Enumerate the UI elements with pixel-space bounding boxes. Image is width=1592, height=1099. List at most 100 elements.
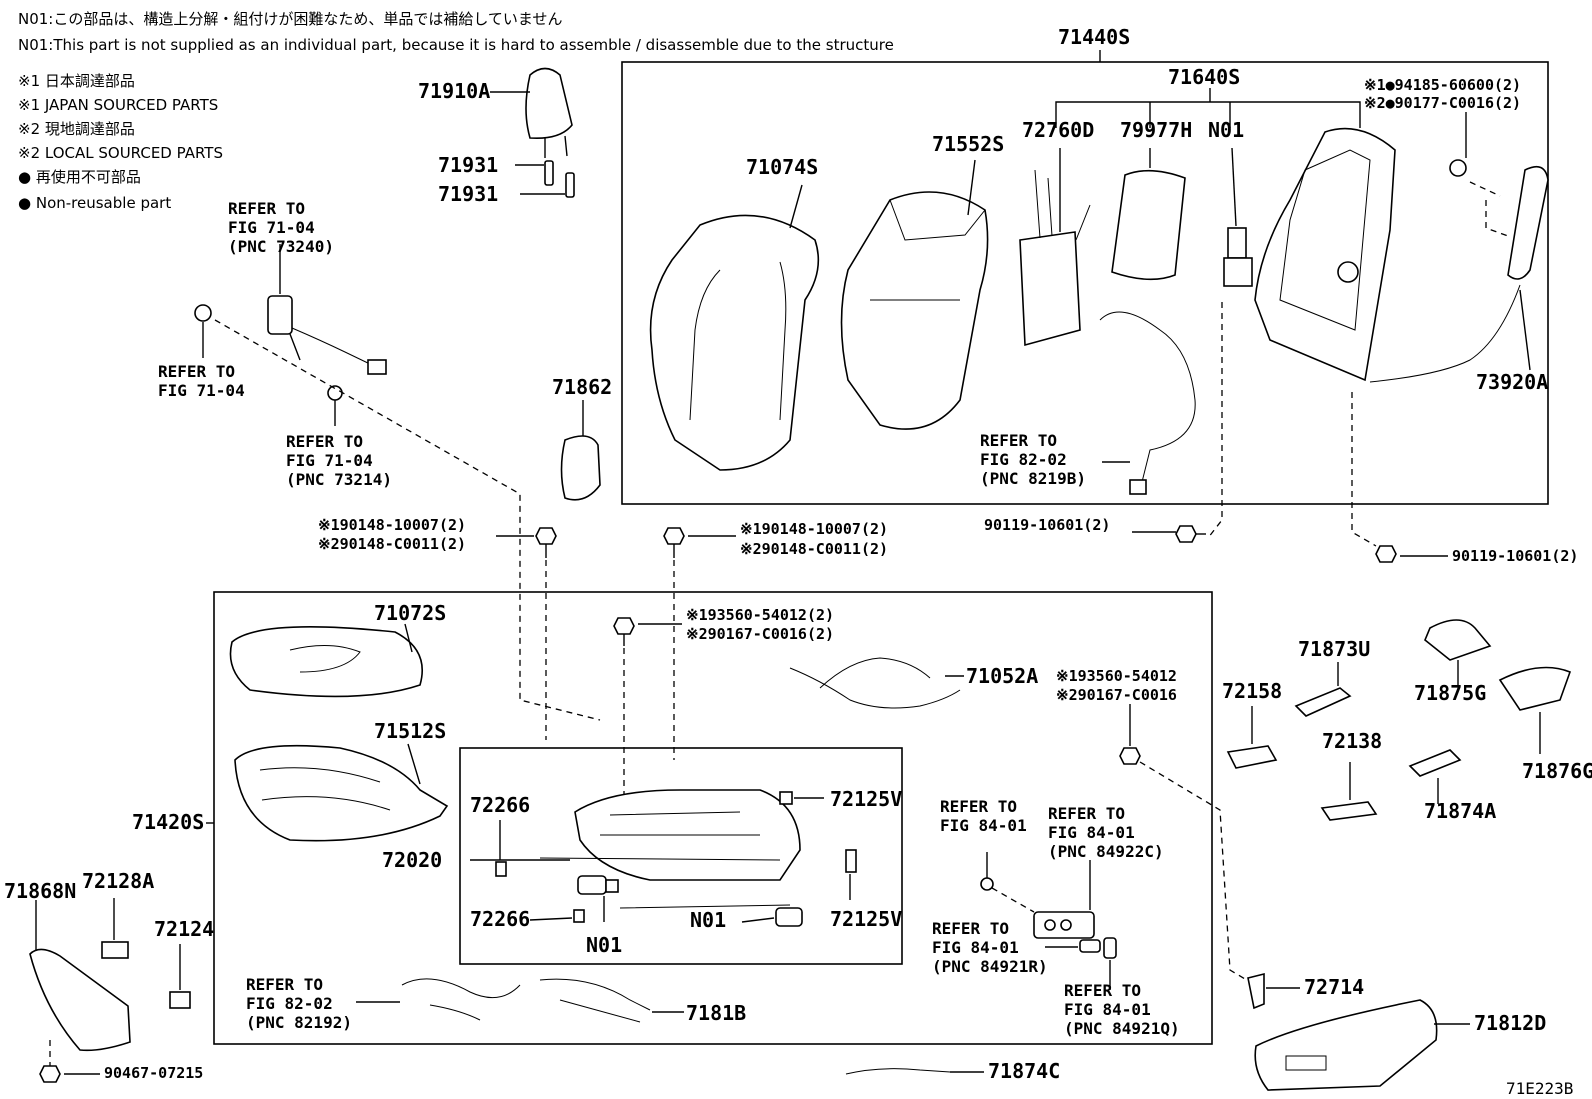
pnc-label: 72020: [382, 848, 442, 872]
clip-72128A-drawing: [101, 898, 129, 959]
note-n01-en: N01:This part is not supplied as an indi…: [18, 36, 894, 54]
pnc-label: 71873U: [1298, 637, 1370, 661]
clip-72124-drawing: [169, 944, 191, 1009]
bracket-72158-drawing: [1226, 706, 1278, 769]
pnc-label: 79977H: [1120, 118, 1192, 142]
cushion-group-box: [213, 591, 1213, 1045]
fastener-label: 90119-10601(2): [984, 516, 1110, 534]
svg-text:REFER TO: REFER TO: [940, 797, 1017, 816]
svg-text:REFER TO: REFER TO: [1048, 804, 1125, 823]
seat-heater-drawing: [1099, 148, 1196, 495]
headrest-drawing: [490, 67, 573, 158]
cover-71874A-drawing: [1408, 749, 1462, 804]
svg-text:FIG 71-04: FIG 71-04: [286, 451, 373, 470]
pnc-label: 72714: [1304, 975, 1364, 999]
seatbelt-buckle-drawing: [267, 244, 387, 375]
pnc-label: 71512S: [374, 719, 446, 743]
svg-text:FIG 71-04: FIG 71-04: [228, 218, 315, 237]
motor-n01-drawing: [1223, 147, 1253, 287]
seatback-cover-drawing: [649, 184, 820, 471]
pnc-label: 71874A: [1424, 799, 1496, 823]
pnc-label: 72158: [1222, 679, 1282, 703]
pnc-label: 71910A: [418, 79, 490, 103]
fastener-label: ※190148-10007(2): [740, 520, 888, 538]
svg-text:(PNC 73240): (PNC 73240): [228, 237, 334, 256]
refer-to-note: REFER TO FIG 84-01: [940, 797, 1027, 835]
side-shield-71812D-drawing: [1254, 999, 1470, 1091]
legend-line: ● 再使用不可部品: [18, 168, 141, 186]
fastener-label: ※290167-C0016: [1056, 686, 1177, 704]
svg-text:(PNC 84922C): (PNC 84922C): [1048, 842, 1164, 861]
seatback-group-box: [621, 61, 1549, 505]
switch-84922C-drawing: [1033, 860, 1095, 939]
pnc-label: 71552S: [932, 132, 1004, 156]
note-n01-jp: N01:この部品は、構造上分解・組付けが困難なため、単品では補給していません: [18, 10, 562, 28]
bolt-90167-right-drawing: [1119, 704, 1251, 983]
buckle-bolt-drawing: [194, 304, 212, 322]
wire-harness-71052A-drawing: [789, 657, 964, 709]
fastener-label: ※290148-C0011(2): [318, 535, 466, 553]
refer-to-note: REFER TO FIG 82-02 (PNC 82192): [246, 975, 352, 1032]
refer-to-note: REFER TO FIG 84-01 (PNC 84922C): [1048, 804, 1164, 861]
pnc-label: 71440S: [1058, 25, 1130, 49]
lumbar-support-drawing: [1019, 148, 1091, 347]
pnc-label: 71812D: [1474, 1011, 1546, 1035]
cushion-pad-drawing: [234, 743, 449, 842]
pnc-label: 71874C: [988, 1059, 1060, 1083]
motor-n01-cushion-drawing: [577, 875, 803, 927]
clip-72266-drawing: [495, 820, 585, 923]
pnc-label: 71640S: [1168, 65, 1240, 89]
pnc-label: 72266: [470, 793, 530, 817]
screw-ref-8401-drawing: [980, 852, 1035, 913]
refer-to-note: REFER TO FIG 71-04 (PNC 73240): [228, 199, 334, 256]
refer-to-note: REFER TO FIG 84-01 (PNC 84921R): [932, 919, 1048, 976]
knob-84921R-drawing: [1045, 939, 1101, 953]
pnc-label: 72266: [470, 907, 530, 931]
clip-72125V-drawing: [779, 791, 857, 900]
pnc-label: 73920A: [1476, 370, 1548, 394]
bolt-90119-mid-drawing: [1132, 302, 1223, 543]
fastener-label: ※1●94185-60600(2): [1364, 76, 1521, 94]
legend-line: ※2 現地調達部品: [18, 120, 135, 138]
pnc-label: 72128A: [82, 869, 154, 893]
bolt-90148-mid-drawing: [663, 527, 736, 760]
bolt-90119-right-drawing: [1351, 392, 1448, 563]
trim-71874C-drawing: [845, 1068, 984, 1075]
svg-text:REFER TO: REFER TO: [228, 199, 305, 218]
pnc-label: 72125V: [830, 787, 902, 811]
pnc-label: N01: [690, 908, 726, 932]
pnc-label: 71868N: [4, 879, 76, 903]
pnc-label: 71876G: [1522, 759, 1592, 783]
clip-90467-drawing: [39, 1065, 100, 1083]
headrest-guide-drawing: [515, 160, 575, 198]
fastener-label: 90119-10601(2): [1452, 547, 1578, 565]
refer-to-note: REFER TO FIG 71-04 (PNC 73214): [286, 432, 392, 489]
svg-text:(PNC 8219B): (PNC 8219B): [980, 469, 1086, 488]
svg-text:REFER TO: REFER TO: [246, 975, 323, 994]
pnc-label: 72138: [1322, 729, 1382, 753]
legend-line: ※1 日本調達部品: [18, 72, 135, 90]
refer-to-note: REFER TO FIG 82-02 (PNC 8219B): [980, 431, 1130, 488]
cover-71875G-drawing: [1424, 619, 1492, 686]
fastener-label: 90467-07215: [104, 1064, 203, 1082]
svg-text:FIG 71-04: FIG 71-04: [158, 381, 245, 400]
fastener-label: ※290167-C0016(2): [686, 625, 834, 643]
seatback-frame-drawing: [1254, 127, 1396, 382]
fastener-label: ※290148-C0011(2): [740, 540, 888, 558]
svg-text:REFER TO: REFER TO: [980, 431, 1057, 450]
refer-to-note: REFER TO FIG 84-01 (PNC 84921Q): [1064, 981, 1180, 1038]
cover-71876G-drawing: [1498, 666, 1572, 754]
pnc-label: N01: [1208, 118, 1244, 142]
trim-cover-71862-drawing: [560, 400, 601, 501]
wire-harness-82192-drawing: [356, 978, 521, 1021]
pnc-label: N01: [586, 933, 622, 957]
pnc-label: 71074S: [746, 155, 818, 179]
fastener-label: ※193560-54012(2): [686, 606, 834, 624]
svg-text:(PNC 73214): (PNC 73214): [286, 470, 392, 489]
fastener-label: ※193560-54012: [1056, 667, 1177, 685]
svg-text:FIG 82-02: FIG 82-02: [246, 994, 333, 1013]
svg-text:FIG 84-01: FIG 84-01: [932, 938, 1019, 957]
svg-text:REFER TO: REFER TO: [1064, 981, 1141, 1000]
adjuster-group-box: [459, 747, 903, 965]
svg-text:FIG 84-01: FIG 84-01: [1048, 823, 1135, 842]
